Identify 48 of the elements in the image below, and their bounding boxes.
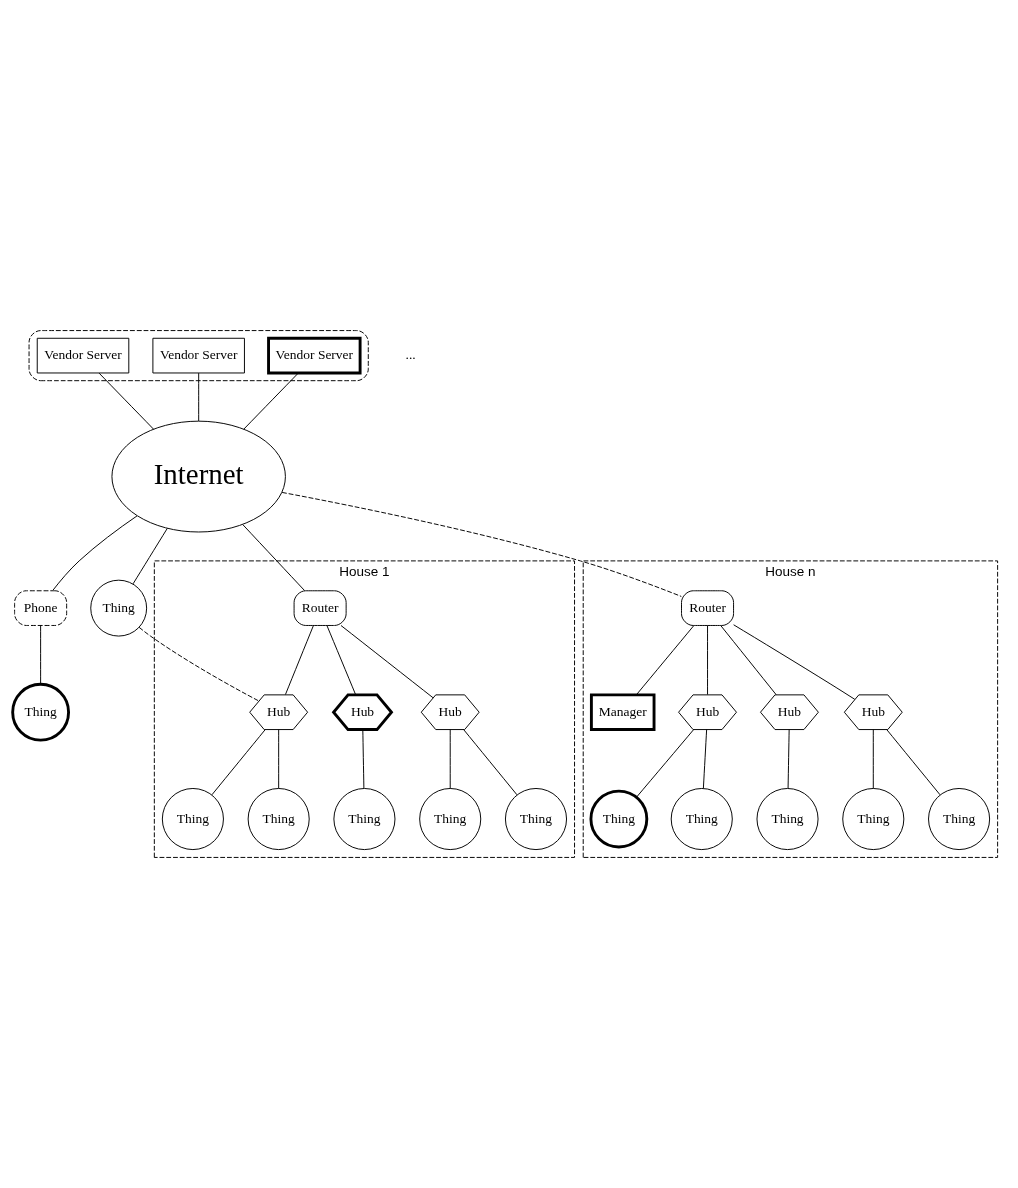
node-box: Phone bbox=[14, 590, 68, 626]
connector bbox=[636, 625, 695, 695]
connector bbox=[362, 729, 365, 789]
node-box: Vendor Server bbox=[36, 337, 130, 374]
node-box: Vendor Server bbox=[267, 336, 362, 375]
node-box: Manager bbox=[589, 693, 656, 731]
connector bbox=[132, 527, 168, 585]
node-circle: Thing bbox=[11, 682, 70, 742]
connector bbox=[720, 625, 777, 695]
node-circle: Thing bbox=[504, 788, 567, 851]
node-circle: Thing bbox=[589, 789, 649, 849]
connector bbox=[636, 729, 695, 798]
node-circle: Thing bbox=[90, 579, 148, 637]
connector bbox=[886, 729, 941, 796]
connector bbox=[872, 729, 874, 789]
connector bbox=[702, 729, 708, 789]
node-circle: Thing bbox=[842, 788, 905, 851]
connector bbox=[281, 491, 682, 597]
connector bbox=[707, 625, 708, 695]
node-circle: Thing bbox=[247, 788, 310, 851]
connector bbox=[278, 729, 280, 789]
connector bbox=[340, 625, 434, 699]
connector bbox=[463, 729, 518, 796]
label: ... bbox=[405, 347, 416, 363]
connector bbox=[326, 625, 357, 695]
connector bbox=[449, 729, 451, 789]
connector bbox=[211, 729, 266, 796]
connector bbox=[40, 625, 42, 685]
cluster bbox=[28, 330, 369, 382]
node-circle: Thing bbox=[333, 788, 396, 851]
connector bbox=[733, 624, 856, 700]
connector bbox=[242, 524, 305, 591]
node-box: Router bbox=[293, 590, 347, 626]
connector bbox=[98, 372, 155, 430]
node-circle: Thing bbox=[161, 788, 224, 851]
node-box: Router bbox=[681, 590, 735, 626]
node-circle: Thing bbox=[419, 788, 482, 851]
connector bbox=[198, 372, 200, 422]
node-circle: Thing bbox=[928, 788, 991, 851]
connector bbox=[52, 515, 138, 591]
connector bbox=[243, 372, 299, 430]
connector bbox=[138, 626, 260, 702]
node-circle: Thing bbox=[756, 788, 819, 851]
connector bbox=[787, 729, 790, 789]
connector bbox=[284, 625, 314, 695]
node-ellipse: Internet bbox=[111, 420, 286, 533]
node-box: Vendor Server bbox=[152, 337, 245, 374]
node-circle: Thing bbox=[670, 788, 733, 851]
